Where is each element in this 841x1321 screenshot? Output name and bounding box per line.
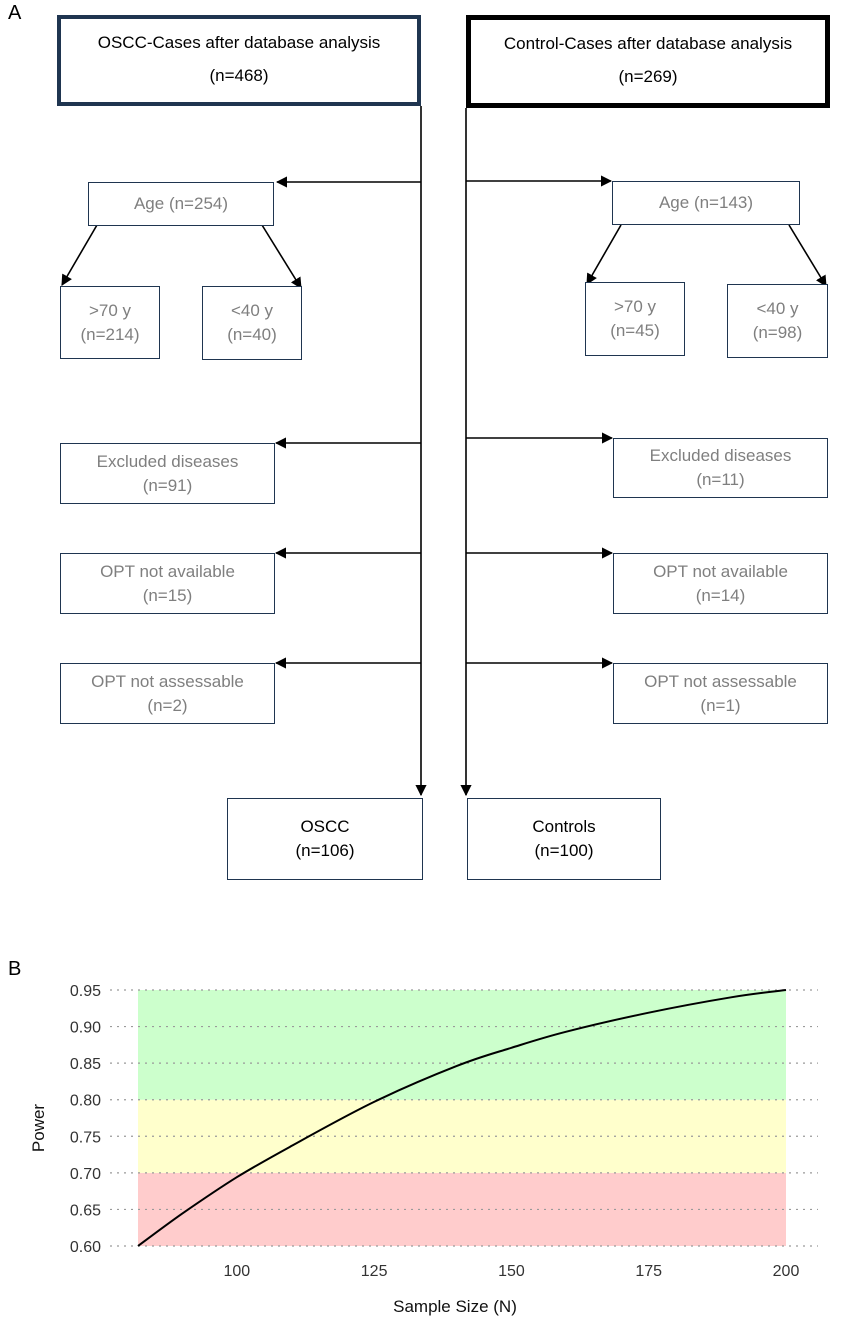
right-over70-line2: (n=45) [610,321,660,340]
right-opt-nass-line2: (n=1) [700,695,741,715]
power-bands [138,990,786,1246]
control-cases-box: Control-Cases after database analysis (n… [466,15,830,108]
right-over70-line1: >70 y [613,297,657,316]
x-tick-labels: 100 125 150 175 200 [223,1263,799,1280]
right-age-label: Age (n=143) [658,193,754,212]
panel-a-label: A [8,2,22,24]
right-opt-na-line2: (n=14) [695,585,746,605]
y-tick-label: 0.70 [70,1166,101,1183]
right-excluded-line1: Excluded diseases [649,446,792,465]
y-tick-label: 0.95 [70,983,101,1000]
right-under40-line1: <40 y [756,299,799,318]
right-opt-nass-box: OPT not assessable (n=1) [613,663,828,724]
control-cases-count: (n=269) [618,67,678,86]
left-under40-line1: <40 y [230,301,274,320]
x-tick-label: 100 [223,1263,250,1280]
final-controls-line1: Controls [532,817,596,836]
y-tick-label: 0.60 [70,1239,101,1256]
x-axis-label: Sample Size (N) [393,1297,517,1316]
power-band-2 [138,990,786,1100]
panel-b-label: B [8,958,22,980]
right-under40-box: <40 y (n=98) [727,284,828,358]
right-excluded-box: Excluded diseases (n=11) [613,438,828,498]
flowchart-connectors [61,106,827,797]
left-under40-box: <40 y (n=40) [202,286,302,360]
x-tick-label: 175 [635,1263,662,1280]
right-opt-na-box: OPT not available (n=14) [613,553,828,614]
left-opt-nass-box: OPT not assessable (n=2) [60,663,275,724]
right-over70-box: >70 y (n=45) [585,282,685,356]
left-under40-line2: (n=40) [227,325,277,344]
final-oscc-box: OSCC (n=106) [227,798,423,880]
right-opt-nass-line1: OPT not assessable [644,671,797,691]
left-over70-line1: >70 y [88,300,132,320]
left-opt-na-line2: (n=15) [142,585,193,605]
left-age-box: Age (n=254) [88,182,274,226]
left-age-label: Age (n=254) [133,194,229,213]
y-tick-label: 0.80 [70,1093,101,1110]
left-opt-nass-line1: OPT not assessable [91,671,244,691]
right-opt-na-line1: OPT not available [653,561,788,581]
left-opt-nass-line2: (n=2) [147,695,188,715]
right-age-box: Age (n=143) [612,181,800,225]
gridlines [110,989,818,1247]
oscc-cases-box: OSCC-Cases after database analysis (n=46… [57,15,421,106]
x-tick-label: 125 [361,1263,388,1280]
y-tick-label: 0.85 [70,1056,101,1073]
x-tick-label: 150 [498,1263,525,1280]
y-tick-label: 0.75 [70,1129,101,1146]
oscc-cases-count: (n=468) [209,66,269,85]
left-excluded-box: Excluded diseases (n=91) [60,443,275,504]
oscc-cases-title: OSCC-Cases after database analysis [97,33,381,52]
left-opt-na-line1: OPT not available [100,561,235,581]
left-excluded-line2: (n=91) [142,475,193,495]
power-curve-line [137,989,787,1247]
control-cases-title: Control-Cases after database analysis [503,34,793,53]
y-tick-label: 0.65 [70,1202,101,1219]
final-controls-box: Controls (n=100) [467,798,661,880]
left-opt-na-box: OPT not available (n=15) [60,553,275,614]
right-under40-line2: (n=98) [752,323,803,342]
final-controls-line2: (n=100) [534,841,594,860]
y-tick-label: 0.90 [70,1020,101,1037]
right-excluded-line2: (n=11) [696,470,745,489]
left-excluded-line1: Excluded diseases [96,451,239,471]
final-oscc-line1: OSCC [300,817,350,836]
left-over70-box: >70 y (n=214) [60,286,160,359]
left-over70-line2: (n=214) [80,324,140,344]
final-oscc-line2: (n=106) [295,841,355,860]
y-tick-labels: 0.60 0.65 0.70 0.75 0.80 0.85 0.90 0.95 [70,983,101,1256]
y-axis-label: Power [29,1104,48,1153]
x-tick-label: 200 [773,1263,800,1280]
